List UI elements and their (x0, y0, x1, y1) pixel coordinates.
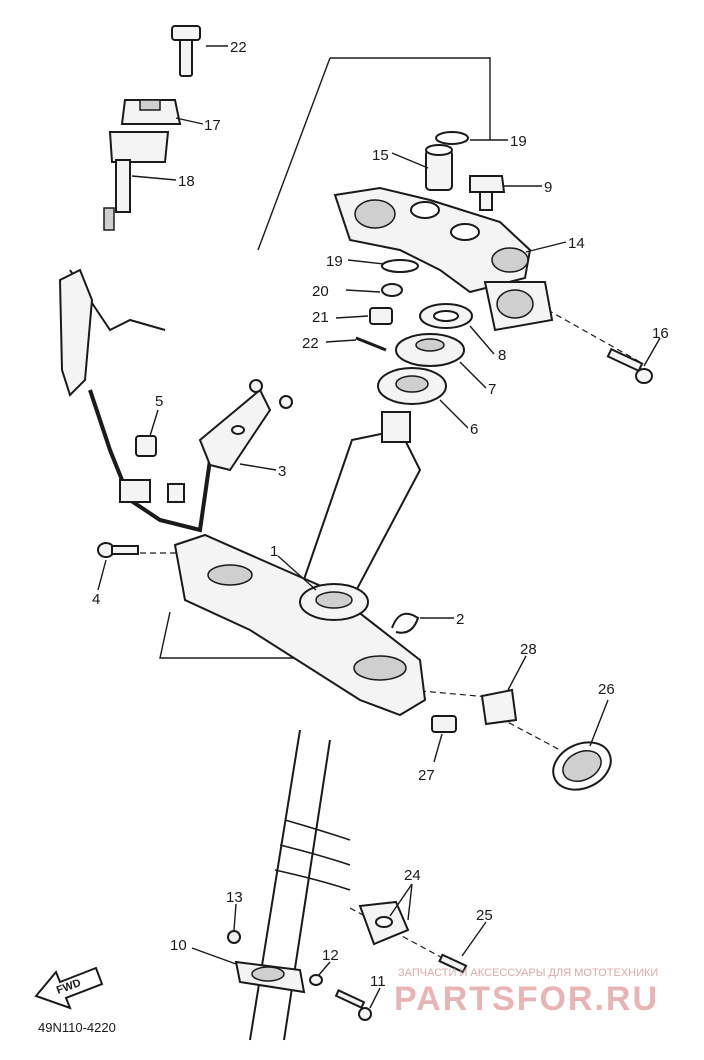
callout-25: 25 (476, 907, 493, 924)
pinch-bolt-part (606, 347, 653, 384)
callout-15: 15 (372, 147, 389, 164)
bolt-part (97, 542, 139, 558)
reflector-assembly (431, 688, 612, 791)
watermark-logo-text: PARTSFOR.RU (394, 980, 659, 1018)
callout-17: 17 (204, 117, 221, 134)
steering-bearing-stack (377, 303, 473, 405)
clip-part (135, 435, 157, 457)
callout-23: 22 (230, 39, 247, 56)
small-fasteners (355, 259, 419, 352)
callout-6: 6 (470, 421, 478, 438)
callout-12: 12 (322, 947, 339, 964)
forward-arrow-icon: FWD (34, 966, 104, 1010)
callout-1: 1 (270, 543, 278, 560)
callout-28: 28 (520, 641, 537, 658)
cable-guide-assembly (358, 900, 468, 974)
leader-lines (97, 45, 661, 1009)
callout-10: 10 (170, 937, 187, 954)
diagram-code: 49N110-4220 (38, 1020, 116, 1035)
stem-cap-parts (425, 131, 506, 211)
callout-13: 13 (226, 889, 243, 906)
callout-21: 21 (312, 309, 329, 326)
callout-9: 9 (544, 179, 552, 196)
callout-7: 7 (488, 381, 496, 398)
under-bracket (173, 533, 427, 717)
headlight-stay (58, 268, 293, 533)
callout-24: 24 (404, 867, 421, 884)
watermark-logo: ЗАПЧАСТИ И АКСЕССУАРЫ ДЛЯ МОТОТЕХНИКИ PA… (394, 967, 659, 1018)
upper-bracket-part (333, 186, 554, 332)
front-fork (249, 729, 351, 1041)
callout-19-top: 19 (510, 133, 527, 150)
callout-8: 8 (498, 347, 506, 364)
circlip-part (391, 612, 420, 634)
callout-19: 19 (326, 253, 343, 270)
callout-14: 14 (568, 235, 585, 252)
fork-boot-parts (227, 930, 372, 1021)
callout-26: 26 (598, 681, 615, 698)
callout-3: 3 (278, 463, 286, 480)
callout-5: 5 (155, 393, 163, 410)
callout-16: 16 (652, 325, 669, 342)
callout-22: 22 (302, 335, 319, 352)
guide-lines (140, 57, 641, 963)
watermark-tagline: ЗАПЧАСТИ И АКСЕССУАРЫ ДЛЯ МОТОТЕХНИКИ (398, 967, 658, 979)
callout-20: 20 (312, 283, 329, 300)
handlebar-holder-assembly (103, 25, 201, 231)
callout-11: 11 (370, 973, 386, 990)
callout-labels: 22 17 18 19 15 9 14 19 20 21 22 8 7 6 16… (92, 39, 669, 990)
callout-2: 2 (456, 611, 464, 628)
callout-27: 27 (418, 767, 435, 784)
callout-4: 4 (92, 591, 100, 608)
callout-18: 18 (178, 173, 195, 190)
